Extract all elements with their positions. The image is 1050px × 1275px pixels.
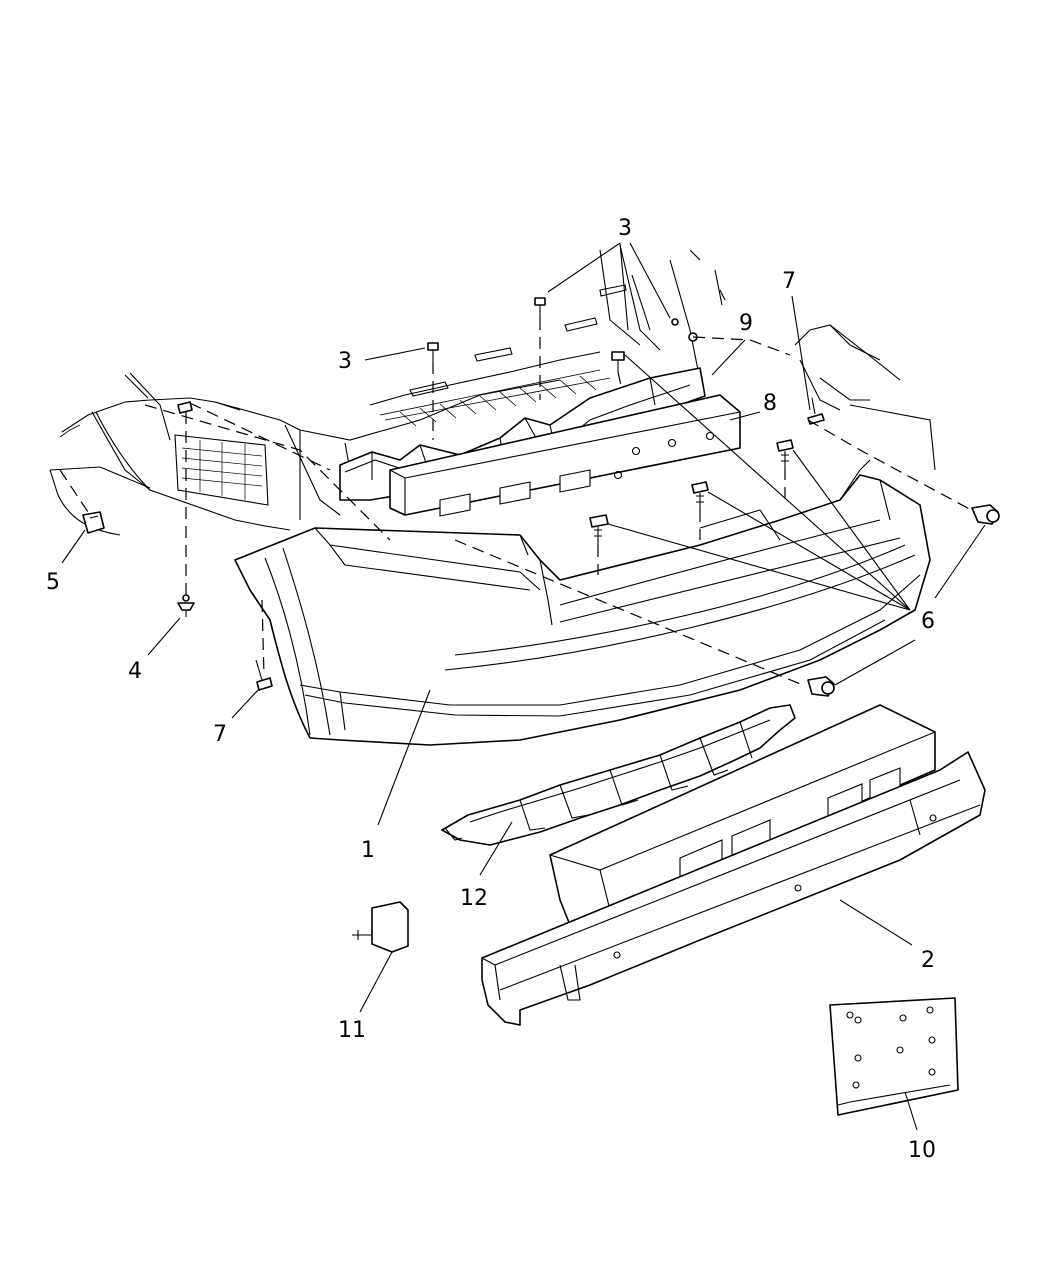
leader-lines — [61, 242, 986, 1131]
callout-3-left: 3 — [338, 349, 352, 374]
screw-3-c — [611, 351, 625, 372]
left-tail-lamp — [174, 434, 269, 506]
assembly-lines — [59, 318, 976, 687]
body-clip-upper-left — [177, 401, 193, 414]
callout-3-top: 3 — [618, 216, 632, 241]
push-pin-4 — [177, 594, 195, 617]
retainer-6-d — [971, 504, 1000, 525]
screw-3-b — [534, 297, 546, 318]
part-2-bumper-beam — [481, 704, 986, 1026]
callout-1: 1 — [361, 838, 375, 863]
part-8-rear-crossmember — [389, 394, 741, 517]
part-1-rear-bumper-fascia — [234, 459, 931, 746]
callout-10: 10 — [908, 1138, 936, 1163]
callout-9: 9 — [739, 311, 753, 336]
clip-7-left — [255, 659, 273, 691]
callout-12: 12 — [460, 886, 488, 911]
screw-3-a — [427, 342, 439, 362]
retainer-6-c — [776, 439, 794, 468]
clip-7-right — [807, 397, 825, 425]
sill-ribs — [399, 375, 597, 427]
callout-8: 8 — [763, 391, 777, 416]
valance-fins — [444, 721, 753, 841]
callout-numbers: 1 2 3 3 4 5 6 7 7 8 9 10 11 12 — [46, 216, 936, 1163]
part-11-tow-hook-cover — [352, 901, 409, 953]
vehicle-body-rear — [49, 244, 936, 536]
retainer-6-e — [807, 676, 835, 697]
screw-3-e — [671, 318, 679, 326]
clip-5 — [82, 511, 105, 534]
crossmember-slots — [439, 431, 715, 517]
callout-6: 6 — [921, 609, 935, 634]
retainer-6-a — [589, 514, 609, 545]
fasteners — [82, 297, 1000, 697]
retainer-6-b — [691, 481, 709, 510]
callout-5: 5 — [46, 570, 60, 595]
callout-4: 4 — [128, 659, 142, 684]
part-10-license-plate-bracket — [829, 997, 959, 1116]
callout-11: 11 — [338, 1018, 366, 1043]
callout-7-left: 7 — [213, 722, 227, 747]
callout-2: 2 — [921, 948, 935, 973]
callout-7-right: 7 — [782, 269, 796, 294]
part-12-lower-valance — [441, 704, 796, 846]
